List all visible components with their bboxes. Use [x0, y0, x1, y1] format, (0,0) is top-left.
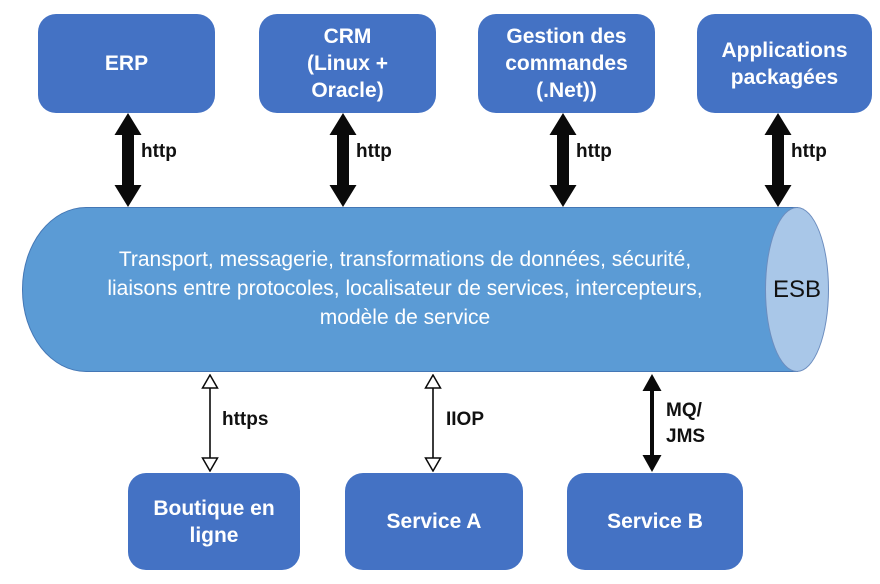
esb-cap-label: ESB [772, 275, 822, 303]
protocol-label-http-apps: http [791, 141, 827, 162]
protocol-label-http-erp: http [141, 141, 177, 162]
service-a-esb-double-arrow-icon [424, 374, 442, 472]
protocol-label-mq-jms: MQ/ JMS [666, 400, 706, 447]
erp-esb-double-arrow-icon [114, 113, 142, 207]
crm-esb-double-arrow-icon [329, 113, 357, 207]
protocol-label-https: https [222, 409, 269, 430]
esb-cylinder-cap: ESB [765, 207, 829, 372]
apps-esb-double-arrow-icon [764, 113, 792, 207]
order-management-box: Gestion des commandes (.Net)) [478, 14, 655, 113]
esb-description: Transport, messagerie, transformations d… [107, 248, 703, 329]
erp-box: ERP [38, 14, 215, 113]
online-shop-box: Boutique en ligne [128, 473, 300, 570]
crm-box: CRM (Linux + Oracle) [259, 14, 436, 113]
service-b-box: Service B [567, 473, 743, 570]
protocol-label-iiop: IIOP [446, 409, 485, 430]
orders-esb-double-arrow-icon [549, 113, 577, 207]
protocol-label-http-orders: http [576, 141, 612, 162]
packaged-apps-box: Applications packagées [697, 14, 872, 113]
service-a-box: Service A [345, 473, 523, 570]
service-b-esb-double-arrow-icon [642, 374, 662, 472]
esb-cylinder-body [22, 207, 798, 372]
shop-esb-double-arrow-icon [201, 374, 219, 472]
protocol-label-http-crm: http [356, 141, 392, 162]
